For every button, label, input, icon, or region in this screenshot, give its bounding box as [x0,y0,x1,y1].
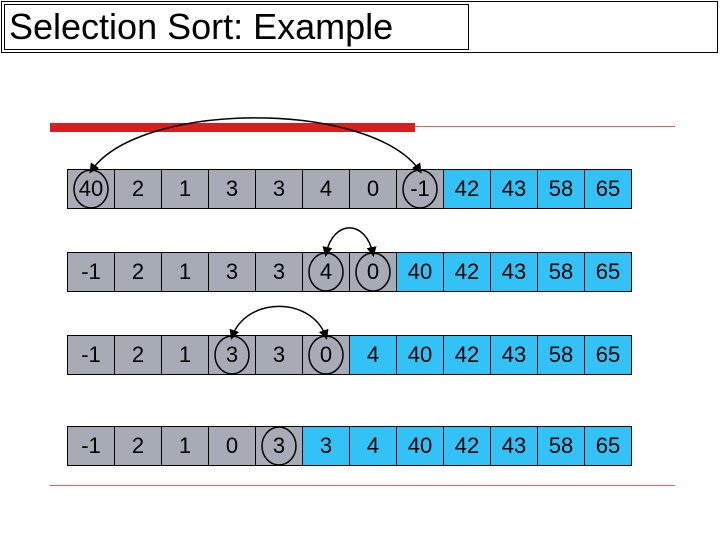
sorted-cell: 42 [443,335,491,375]
sorted-cell: 42 [443,426,491,466]
unsorted-cell: 2 [114,335,162,375]
sorted-cell: 43 [490,252,538,292]
sorted-cell: 65 [584,426,632,466]
sorted-cell: 58 [537,335,585,375]
unsorted-cell: -1 [67,335,115,375]
unsorted-cell: 0 [349,169,397,209]
unsorted-cell: 3 [255,335,303,375]
unsorted-cell: 3 [208,335,256,375]
unsorted-cell: 4 [302,169,350,209]
sorted-cell: 43 [490,335,538,375]
sorted-cell: 40 [396,335,444,375]
unsorted-cell: 0 [302,335,350,375]
unsorted-cell: 3 [255,426,303,466]
sorted-cell: 4 [349,426,397,466]
unsorted-cell: 3 [255,169,303,209]
sorted-cell: 65 [584,335,632,375]
top-rule-line [415,126,675,127]
unsorted-cell: 0 [208,426,256,466]
unsorted-cell: 2 [114,426,162,466]
sorted-cell: 58 [537,169,585,209]
bottom-rule-line [50,485,675,486]
unsorted-cell: 1 [161,252,209,292]
swap-arrow [322,227,377,257]
unsorted-cell: 2 [114,252,162,292]
unsorted-cell: 40 [67,169,115,209]
unsorted-cell: 3 [208,169,256,209]
sorted-cell: 40 [396,252,444,292]
unsorted-cell: 4 [302,252,350,292]
unsorted-cell: 2 [114,169,162,209]
sorted-cell: 43 [490,169,538,209]
unsorted-cell: 0 [349,252,397,292]
sorted-cell: 65 [584,169,632,209]
unsorted-cell: 3 [255,252,303,292]
title-frame: Selection Sort: Example [1,1,718,53]
unsorted-cell: -1 [396,169,444,209]
sorted-cell: 58 [537,426,585,466]
unsorted-cell: 1 [161,335,209,375]
sorted-cell: 43 [490,426,538,466]
sorted-cell: 42 [443,252,491,292]
sorted-cell: 40 [396,426,444,466]
sorted-cell: 3 [302,426,350,466]
swap-arrow [229,305,329,340]
red-accent-bar [50,123,415,132]
sorted-cell: 58 [537,252,585,292]
unsorted-cell: -1 [67,252,115,292]
unsorted-cell: -1 [67,426,115,466]
sorted-cell: 4 [349,335,397,375]
sorted-cell: 65 [584,252,632,292]
slide-title: Selection Sort: Example [4,4,469,50]
sorted-cell: 42 [443,169,491,209]
unsorted-cell: 3 [208,252,256,292]
unsorted-cell: 1 [161,169,209,209]
unsorted-cell: 1 [161,426,209,466]
